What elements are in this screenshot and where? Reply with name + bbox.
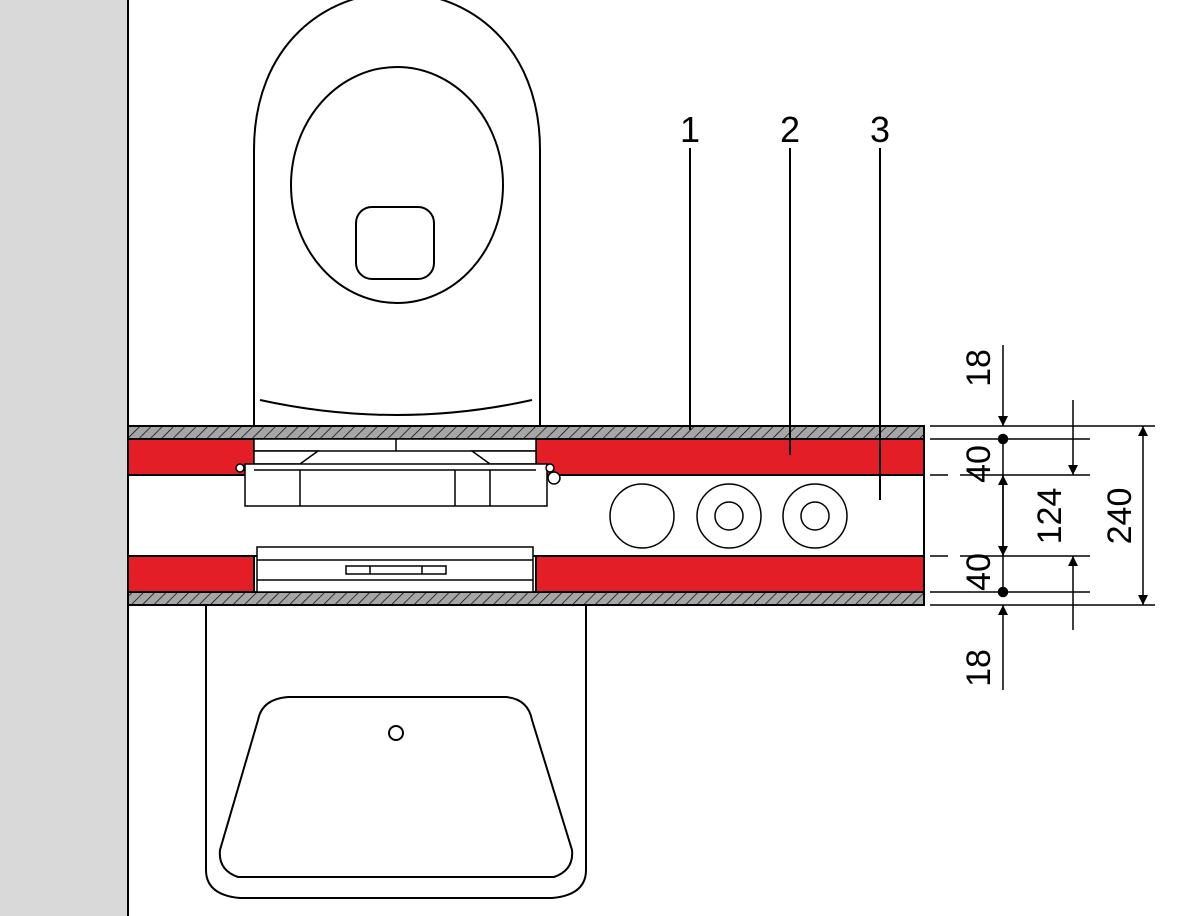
dim-label-red-bottom: 40 [960,553,998,591]
callout-3: 3 [870,109,890,150]
dim-label-total: 240 [1101,488,1139,545]
dim-label-cavity: 124 [1031,488,1069,545]
callout-1: 1 [680,109,700,150]
basin-mounting-frame [256,546,534,593]
dim-label-red-top: 40 [960,445,998,483]
callout-2: 2 [780,109,800,150]
red-layer-top [127,438,925,476]
callout-leaders [689,148,881,500]
red-layer-bottom [127,555,925,593]
outer-board-bottom [127,591,925,606]
washbasin [205,604,587,899]
dim-label-outer-bottom: 18 [960,649,998,687]
tap-hole [388,725,404,741]
wc-mounting-frame [235,438,561,507]
dim-label-outer-top: 18 [960,349,998,387]
existing-wall [0,0,129,916]
pipes [609,483,848,549]
wc-pan [253,0,541,427]
dimension-chain [997,345,1009,690]
soil-pipe [609,483,675,549]
outer-board-top [127,425,925,440]
